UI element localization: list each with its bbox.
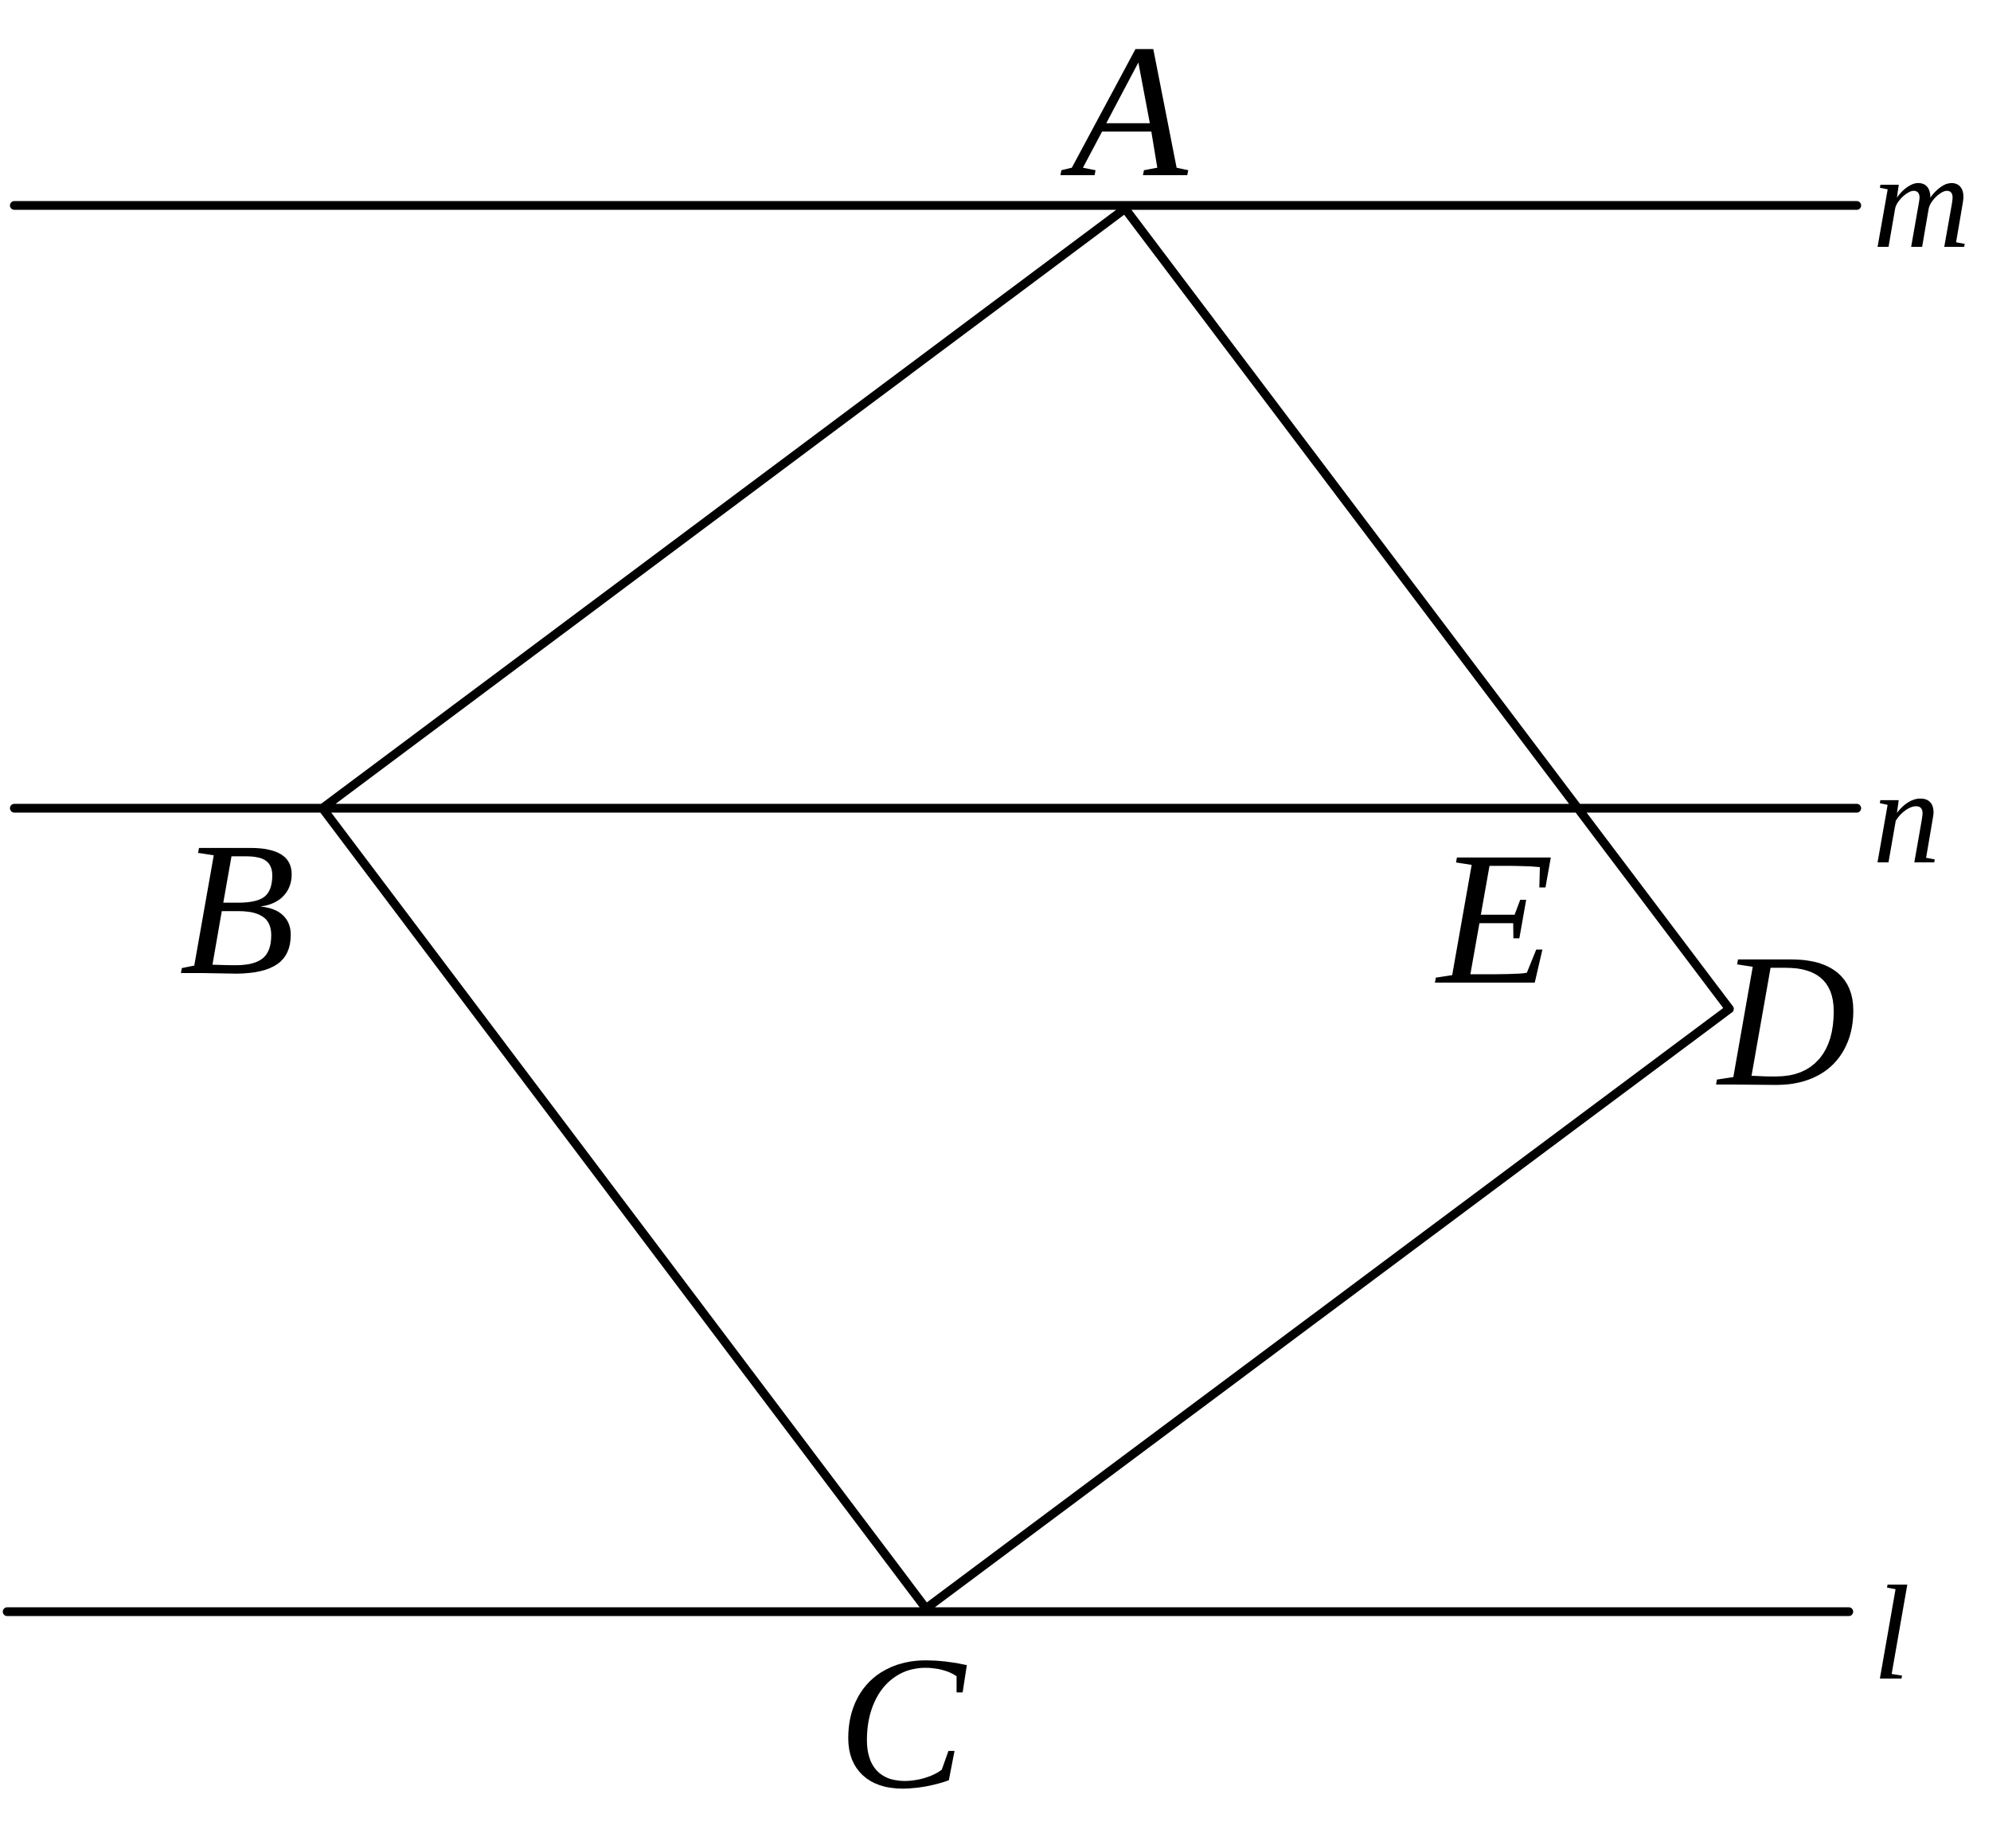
point-label-e: E [1435,812,1554,1024]
point-label-d: D [1716,914,1856,1126]
segment-ad [1120,204,1734,1014]
point-label-a: A [1060,5,1189,217]
segment-ab [318,204,1130,813]
line-label-n: n [1873,742,1940,892]
segment-cd [921,1004,1734,1613]
segment-bc [318,803,931,1613]
point-label-b: B [179,803,296,1014]
point-label-c: C [838,1616,967,1828]
line-label-m: m [1873,127,1971,276]
line-label-l: l [1873,1558,1910,1708]
